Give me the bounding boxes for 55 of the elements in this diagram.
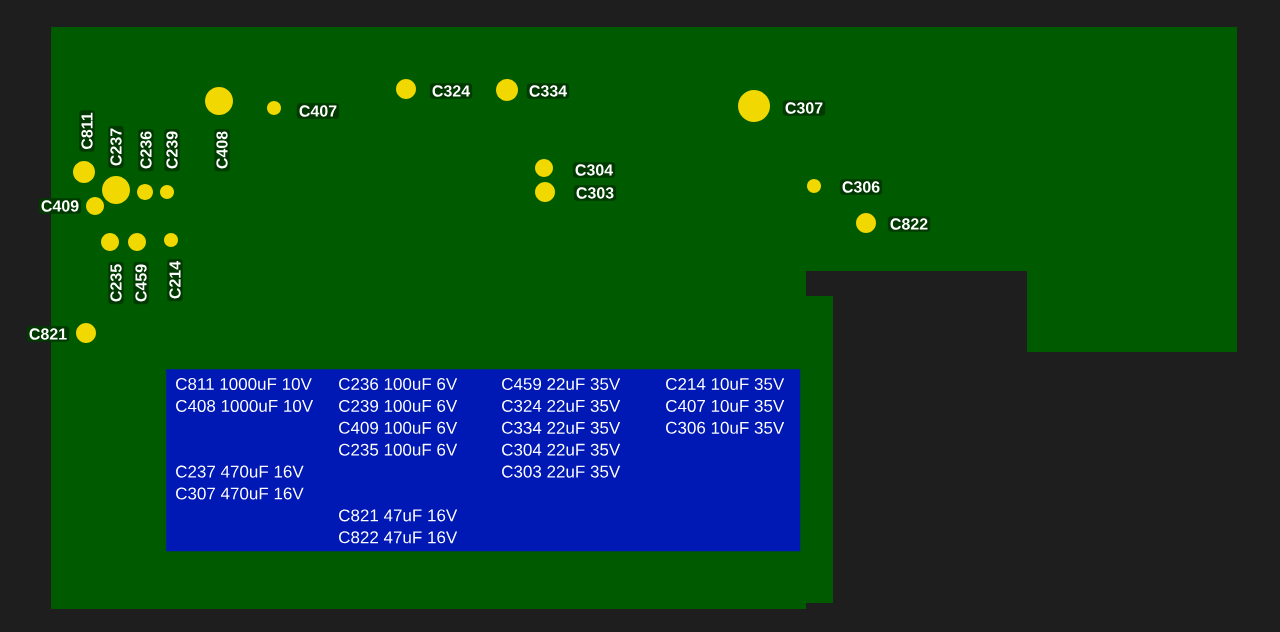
table-entry: C303 22uF 35V: [502, 465, 621, 478]
capacitor-pad: [160, 185, 174, 199]
table-entry: C408 1000uF 10V: [176, 399, 314, 412]
table-entry: C334 22uF 35V: [502, 421, 621, 434]
part-label: C324: [429, 83, 473, 99]
part-label: C459: [133, 261, 149, 305]
capacitor-pad: [535, 182, 555, 202]
table-entry: C307 470uF 16V: [176, 487, 304, 500]
table-entry: C214 10uF 35V: [666, 378, 785, 391]
capacitor-pad: [496, 79, 518, 101]
table-entry: C409 100uF 6V: [339, 421, 458, 434]
table-entry: C821 47uF 16V: [339, 509, 458, 522]
table-entry: C236 100uF 6V: [339, 378, 458, 391]
table-entry: C407 10uF 35V: [666, 399, 785, 412]
part-label: C307: [782, 100, 826, 116]
table-entry: C822 47uF 16V: [339, 531, 458, 544]
table-entry: C304 22uF 35V: [502, 443, 621, 456]
part-label: C214: [167, 258, 183, 302]
capacitor-pad: [101, 233, 119, 251]
capacitor-pad: [807, 179, 821, 193]
part-label: C821: [26, 326, 70, 342]
part-label: C235: [108, 261, 124, 305]
parts-table: [166, 369, 801, 552]
part-label: C303: [573, 185, 617, 201]
capacitor-pad: [267, 101, 281, 115]
capacitor-pad: [164, 233, 178, 247]
part-label: C811: [79, 110, 95, 152]
part-label: C304: [572, 162, 616, 178]
part-label: C239: [164, 128, 180, 172]
capacitor-pad: [102, 176, 130, 204]
table-entry: C459 22uF 35V: [502, 378, 621, 391]
part-label: C409: [38, 198, 82, 214]
capacitor-pad: [396, 79, 416, 99]
part-label: C237: [108, 125, 124, 169]
part-label: C822: [887, 216, 931, 232]
capacitor-pad: [73, 161, 95, 183]
part-label: C236: [138, 128, 154, 172]
table-entry: C237 470uF 16V: [176, 465, 304, 478]
part-label: C407: [296, 103, 340, 119]
capacitor-pad: [535, 159, 553, 177]
table-entry: C811 1000uF 10V: [176, 378, 312, 391]
capacitor-pad: [205, 87, 233, 115]
table-entry: C235 100uF 6V: [339, 443, 458, 456]
capacitor-pad: [86, 197, 104, 215]
table-entry: C239 100uF 6V: [339, 399, 458, 412]
part-label: C306: [839, 179, 883, 195]
capacitor-pad: [76, 323, 96, 343]
capacitor-pad: [137, 184, 153, 200]
capacitor-pad: [128, 233, 146, 251]
table-entry: C306 10uF 35V: [666, 421, 785, 434]
part-label: C408: [214, 128, 230, 172]
capacitor-pad: [738, 90, 770, 122]
table-entry: C324 22uF 35V: [502, 399, 621, 412]
capacitor-pad: [856, 213, 876, 233]
part-label: C334: [526, 83, 570, 99]
